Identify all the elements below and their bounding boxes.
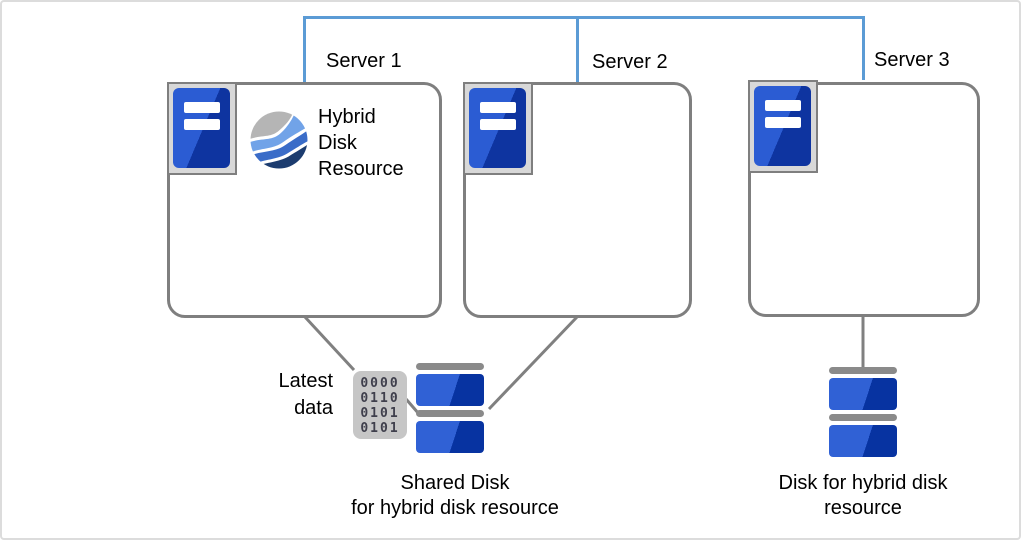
- hybrid-disk-resource-line2: Disk: [318, 132, 357, 154]
- interconnect-horizontal-line: [303, 16, 865, 19]
- server-icon-slot: [184, 102, 220, 113]
- disk-unit: [416, 410, 484, 453]
- disk-body: [416, 421, 484, 453]
- server-icon-body: [469, 88, 526, 168]
- hybrid-disk-resource-line3: Resource: [318, 158, 404, 180]
- server-icon-slot: [765, 100, 801, 111]
- interconnect-drop-server2: [576, 16, 579, 82]
- latest-data-line1: Latest: [278, 370, 333, 392]
- hybrid-disk-label-line1: Disk for hybrid disk: [778, 472, 948, 494]
- shared-disk-label-line2: for hybrid disk resource: [351, 497, 559, 519]
- disk-cap: [416, 363, 484, 370]
- server-icon-slot: [184, 119, 220, 130]
- shared-disk-label: Shared Disk for hybrid disk resource: [330, 471, 580, 521]
- hybrid-disk-resource-logo: [250, 111, 308, 169]
- interconnect-drop-server3: [862, 16, 865, 80]
- server-icon-slot: [765, 117, 801, 128]
- shared-disk-stack-icon: [416, 363, 484, 453]
- shared-disk-label-line1: Shared Disk: [400, 472, 510, 494]
- server-icon: [167, 82, 237, 175]
- disk-cap: [829, 414, 897, 421]
- server1-to-disk-line: [303, 315, 356, 372]
- binary-data-icon: 0000 0110 0101 0101: [353, 371, 407, 439]
- hybrid-disk-stack-icon: [829, 367, 897, 457]
- server2-to-disk-line: [487, 315, 579, 411]
- disk-unit: [829, 367, 897, 410]
- disk-cap: [829, 367, 897, 374]
- binary-row: 0110: [360, 391, 400, 406]
- disk-unit: [416, 363, 484, 406]
- disk-body: [416, 374, 484, 406]
- latest-data-label: Latest data: [248, 368, 333, 422]
- disk-unit: [829, 414, 897, 457]
- interconnect-drop-server1: [303, 16, 306, 82]
- server-icon: [748, 80, 818, 173]
- server-icon-body: [754, 86, 811, 166]
- latest-data-line2: data: [294, 397, 333, 419]
- hybrid-disk-resource-label: Hybrid Disk Resource: [318, 104, 404, 182]
- binary-row: 0000: [360, 376, 400, 391]
- server-icon-body: [173, 88, 230, 168]
- server-icon-slot: [480, 102, 516, 113]
- server2-label: Server 2: [592, 51, 668, 73]
- server-icon-slot: [480, 119, 516, 130]
- server3-label: Server 3: [874, 49, 950, 71]
- binary-row: 0101: [360, 421, 400, 436]
- server-icon: [463, 82, 533, 175]
- disk-cap: [416, 410, 484, 417]
- disk-body: [829, 378, 897, 410]
- binary-row: 0101: [360, 406, 400, 421]
- hybrid-disk-label: Disk for hybrid disk resource: [742, 471, 984, 521]
- hybrid-disk-resource-line1: Hybrid: [318, 106, 376, 128]
- hybrid-disk-label-line2: resource: [824, 497, 902, 519]
- disk-body: [829, 425, 897, 457]
- server1-label: Server 1: [326, 50, 402, 72]
